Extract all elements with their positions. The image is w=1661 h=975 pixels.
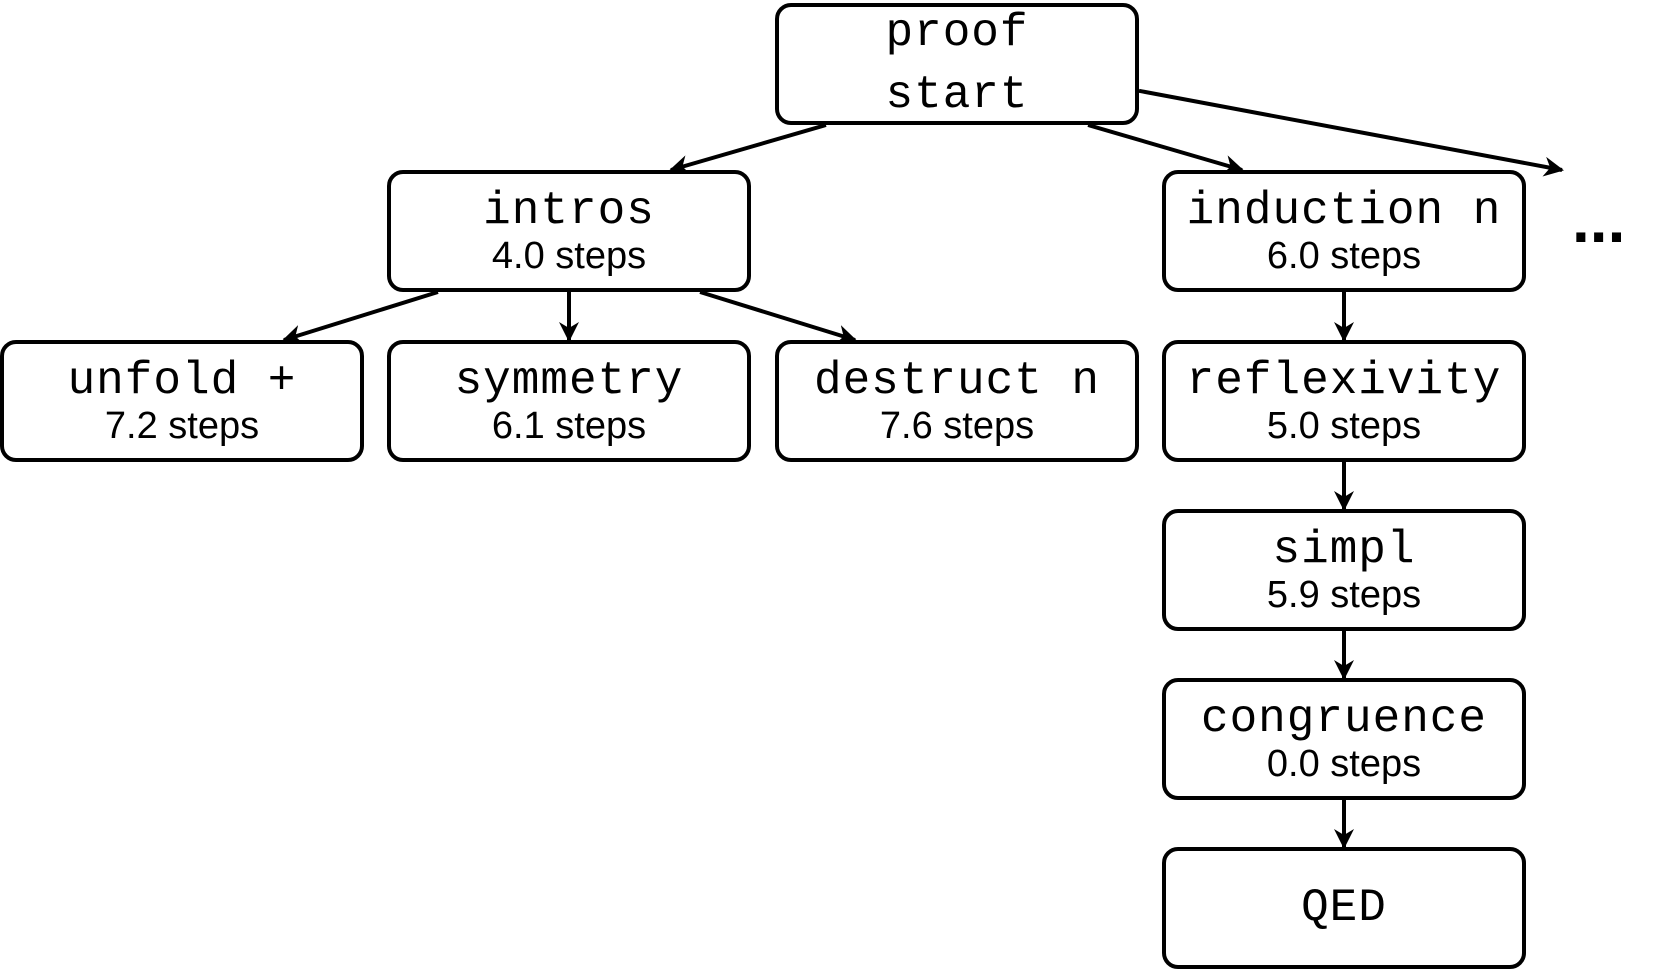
node-tactic: start [885,69,1029,121]
more-branches-ellipsis: ... [1572,184,1626,256]
node-proof-start: proof start [775,3,1139,125]
node-tactic: simpl [1272,524,1416,576]
edge-arrow-intros-to-destruct_n [699,290,857,345]
node-qed: QED [1162,847,1526,969]
node-tactic: congruence [1200,693,1488,745]
node-congruence: congruence 0.0 steps [1162,678,1526,800]
node-steps: 4.0 steps [491,235,647,277]
node-simpl: simpl 5.9 steps [1162,509,1526,631]
node-tactic: destruct n [813,355,1101,407]
node-destruct-n: destruct n 7.6 steps [775,340,1139,462]
node-tactic: proof [885,7,1029,59]
node-induction-n: induction n 6.0 steps [1162,170,1526,292]
node-tactic: symmetry [454,355,684,407]
node-tactic: induction n [1186,185,1502,237]
node-steps: 5.9 steps [1266,574,1422,616]
node-tactic: reflexivity [1186,355,1502,407]
edge-arrow-proof_start-to-induction_n [1087,123,1244,175]
node-steps: 7.2 steps [104,405,260,447]
node-tactic: QED [1301,882,1387,934]
node-reflexivity: reflexivity 5.0 steps [1162,340,1526,462]
node-steps: 6.0 steps [1266,235,1422,277]
edge-arrow-proof_start-to-more [1138,88,1564,177]
node-steps: 6.1 steps [491,405,647,447]
edge-arrow-proof_start-to-intros [668,123,827,175]
node-intros: intros 4.0 steps [387,170,751,292]
node-symmetry: symmetry 6.1 steps [387,340,751,462]
node-tactic: unfold + [67,355,297,407]
edge-arrow-intros-to-unfold_plus [282,290,439,345]
node-steps: 5.0 steps [1266,405,1422,447]
node-steps: 7.6 steps [879,405,1035,447]
node-unfold-plus: unfold + 7.2 steps [0,340,364,462]
node-steps: 0.0 steps [1266,743,1422,785]
node-tactic: intros [483,185,655,237]
